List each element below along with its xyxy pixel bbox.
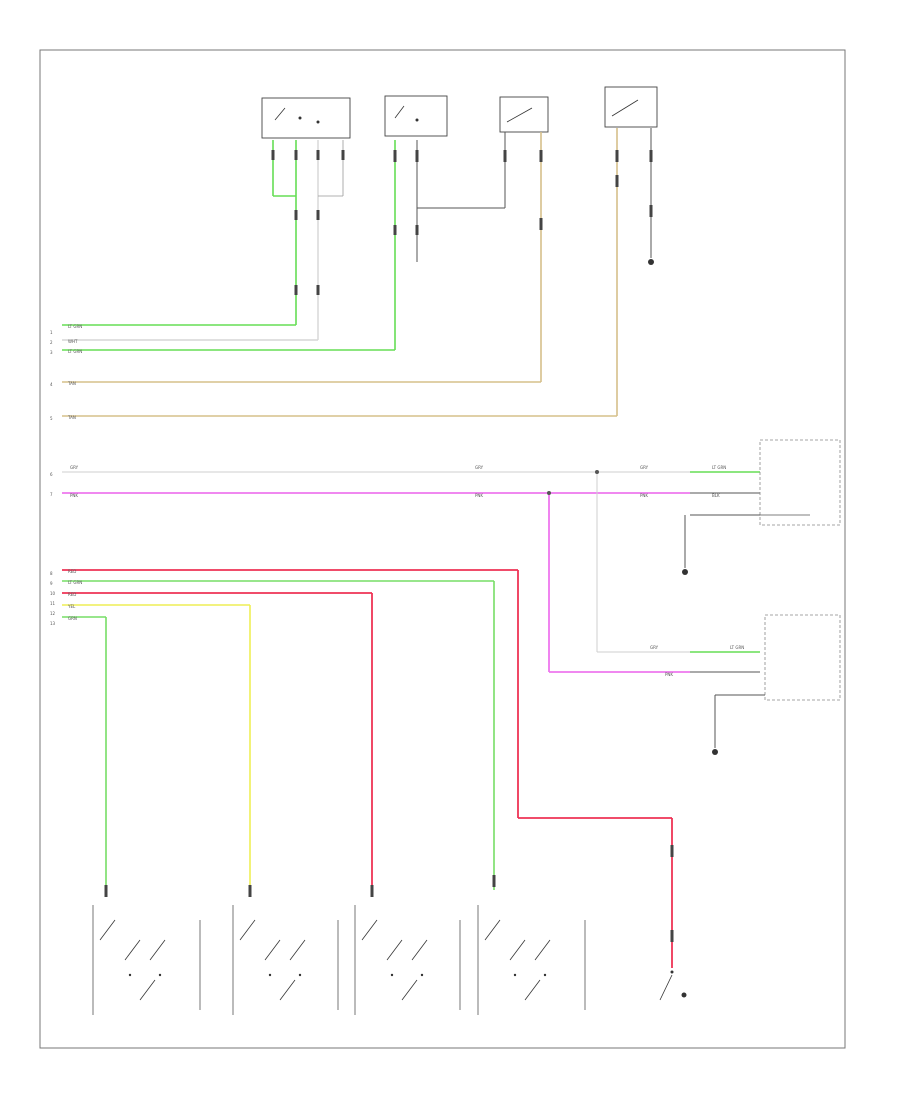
label-tan-1: TAN xyxy=(67,381,76,386)
seat-switch-4 xyxy=(477,905,586,1015)
label-lt-grn-3: LT GRN xyxy=(712,465,726,470)
bottom-right-switch xyxy=(659,970,687,1001)
pin-13: 13 xyxy=(50,621,56,626)
pin-1: 1 xyxy=(50,330,53,335)
wire-bus-top xyxy=(62,324,617,417)
label-yel-1: YEL xyxy=(67,604,76,609)
seat-switch-3 xyxy=(354,905,461,1015)
seat-switch-2 xyxy=(232,905,339,1015)
ground-mid-1 xyxy=(682,569,688,575)
top-component-2 xyxy=(384,95,448,137)
label-lt-grn-2: LT GRN xyxy=(68,349,82,354)
label-wht-1: WHT xyxy=(68,339,78,344)
ground-mid-2 xyxy=(712,749,718,755)
label-gry-2: GRY xyxy=(475,465,484,470)
label-gry-3: GRY xyxy=(640,465,649,470)
pin-7: 7 xyxy=(50,492,53,497)
wire-bus-lower xyxy=(62,569,673,968)
top-component-4 xyxy=(604,86,658,128)
relay-box-1 xyxy=(759,439,841,526)
label-lt-grn-1: LT GRN xyxy=(68,324,82,329)
label-grn-1: GRN xyxy=(68,616,77,621)
wire-bus-middle xyxy=(62,471,760,673)
pin-2: 2 xyxy=(50,340,53,345)
ground-top xyxy=(648,259,654,265)
label-pnk-1: PNK xyxy=(70,493,78,498)
relay-box-2 xyxy=(764,614,841,701)
seat-switch-1 xyxy=(92,905,201,1015)
top-component-1 xyxy=(261,97,351,139)
top-component-3 xyxy=(499,96,549,133)
diagram-frame xyxy=(39,49,846,1049)
label-lt-grn-4: LT GRN xyxy=(730,645,744,650)
label-tan-2: TAN xyxy=(67,415,76,420)
label-lt-grn-5: LT GRN xyxy=(68,580,82,585)
pin-8: 8 xyxy=(50,571,53,576)
label-pnk-2: PNK xyxy=(475,493,483,498)
label-red-1: RED xyxy=(68,569,76,574)
pin-11: 11 xyxy=(50,601,56,606)
label-gry-1: GRY xyxy=(70,465,79,470)
pin-3: 3 xyxy=(50,350,53,355)
pin-5: 5 xyxy=(50,416,53,421)
pin-9: 9 xyxy=(50,581,53,586)
pin-10: 10 xyxy=(50,591,56,596)
pin-6: 6 xyxy=(50,472,53,477)
label-gry-4: GRY xyxy=(650,645,659,650)
label-blk-1: BLK xyxy=(712,493,720,498)
label-red-2: RED xyxy=(68,592,76,597)
label-pnk-3: PNK xyxy=(640,493,648,498)
pin-4: 4 xyxy=(50,382,53,387)
label-pnk-4: PNK xyxy=(665,672,673,677)
pin-12: 12 xyxy=(50,611,56,616)
